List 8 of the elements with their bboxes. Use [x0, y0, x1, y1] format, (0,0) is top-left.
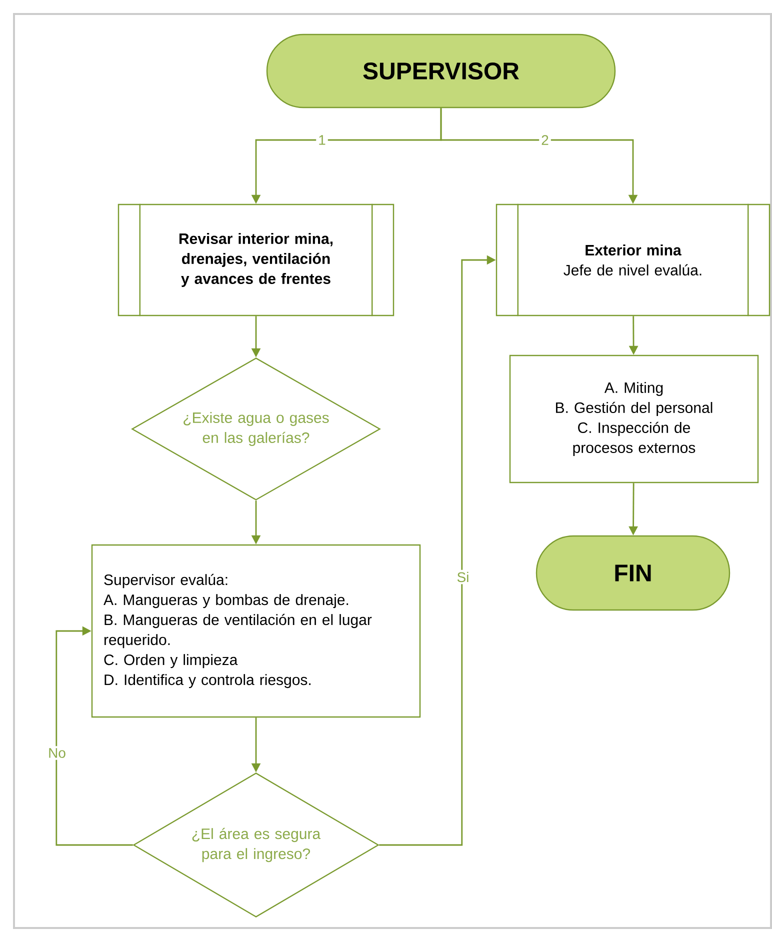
edge-label: 1 — [316, 133, 328, 147]
process-box: Supervisor evalúa: A. Mangueras y bombas de drenaje. B. Mangueras de ventilación en el lugar requerido. C. Orden y limpieza D. Identifica y controla riesgos. — [91, 544, 421, 718]
predefined-process-box: Exterior mina Jefe de nivel evalúa. — [496, 204, 770, 316]
edge-label: No — [46, 746, 68, 760]
edge-label: 2 — [539, 133, 551, 147]
process-box: A. Miting B. Gestión del personal C. Inspección de procesos externos — [509, 354, 759, 484]
arrow — [56, 626, 133, 846]
predefined-process-box: Revisar interior mina, drenajes, ventilación y avances de frentes — [118, 204, 394, 316]
